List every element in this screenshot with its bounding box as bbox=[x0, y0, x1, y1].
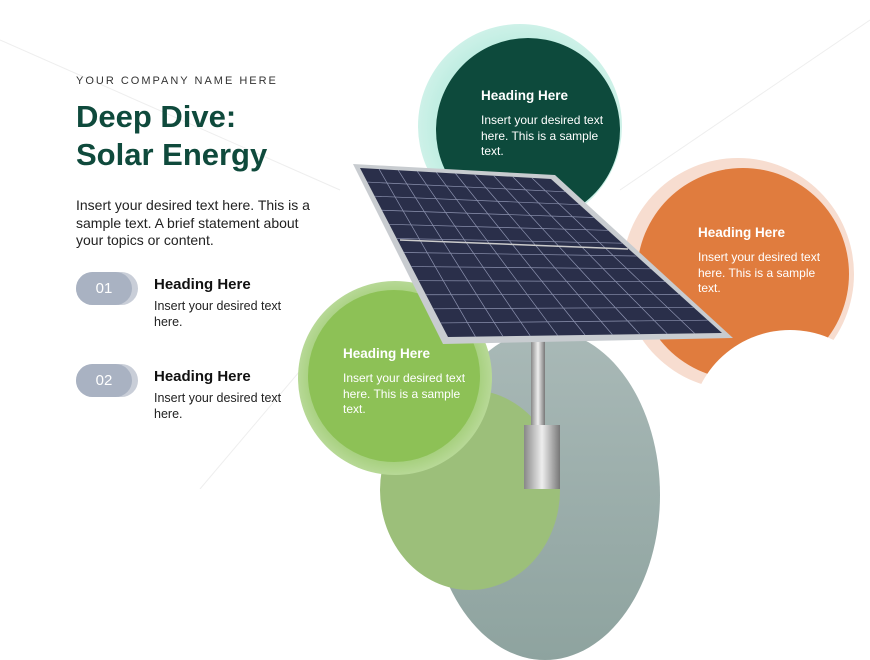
solar-panel-image bbox=[0, 0, 870, 489]
